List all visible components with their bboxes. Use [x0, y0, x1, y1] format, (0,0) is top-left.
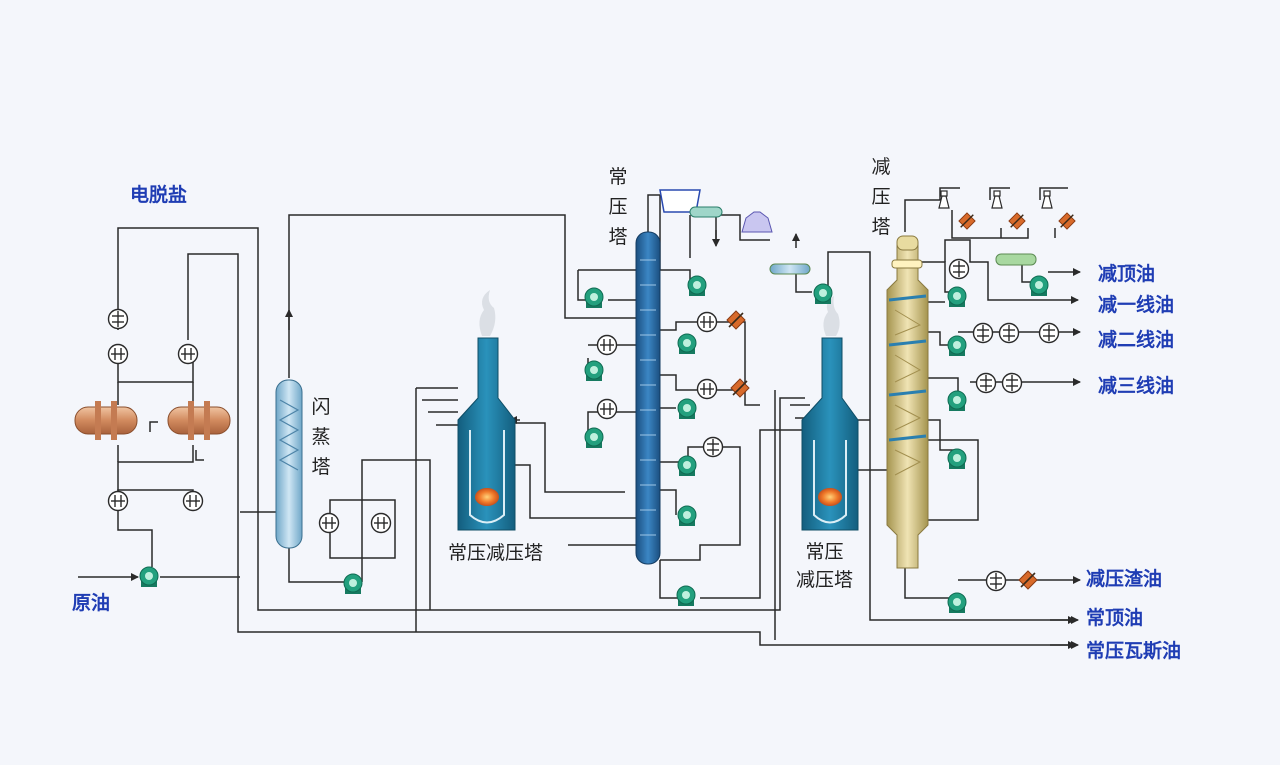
vac-tower-label-3: 塔 [871, 216, 891, 238]
desalter-vessel-1 [74, 406, 138, 435]
product-atm-top-oil: 常顶油 [1086, 607, 1144, 629]
atm-tower-label-2: 压 [608, 196, 628, 218]
vac-tower-label-1: 减 [871, 156, 891, 178]
flash-tower-label-1: 闪 [311, 396, 331, 418]
vac-tower-label-2: 压 [871, 186, 891, 208]
desalter-unit [74, 401, 231, 461]
vac-tower-label: 减 压 塔 [870, 152, 892, 242]
flash-tower-label-3: 塔 [311, 456, 331, 478]
vacuum-tower [886, 235, 929, 569]
product-vac-line2: 减二线油 [1098, 329, 1175, 351]
vacuum-ejector-system [938, 190, 1076, 266]
product-vac-residue: 减压渣油 [1086, 568, 1163, 590]
desalter-label: 电脱盐 [130, 184, 188, 206]
atm-tower-label-3: 塔 [608, 226, 628, 248]
flash-tower-label: 闪 蒸 塔 [310, 392, 332, 482]
desalter-vessel-2 [167, 406, 231, 435]
flash-tower [275, 379, 303, 549]
vac-furnace-label-1: 常压 [805, 541, 844, 563]
product-atm-gas-oil: 常压瓦斯油 [1086, 640, 1182, 662]
atmospheric-tower [635, 231, 661, 565]
product-vac-top-oil: 减顶油 [1098, 263, 1156, 285]
vac-furnace-label: 常压 减压塔 [796, 538, 853, 594]
vac-furnace-label-2: 减压塔 [796, 569, 854, 591]
atm-tower-label: 常 压 塔 [607, 162, 629, 252]
atmospheric-furnace [457, 290, 516, 531]
vacuum-furnace [801, 296, 859, 531]
flash-tower-label-2: 蒸 [311, 426, 331, 448]
atm-overhead-equipment [659, 189, 811, 275]
crude-oil-label: 原油 [72, 592, 111, 614]
atm-furnace-label: 常压减压塔 [448, 542, 544, 564]
product-vac-line1: 减一线油 [1098, 294, 1175, 316]
product-vac-line3: 减三线油 [1098, 375, 1175, 397]
atm-tower-label-1: 常 [608, 166, 628, 188]
